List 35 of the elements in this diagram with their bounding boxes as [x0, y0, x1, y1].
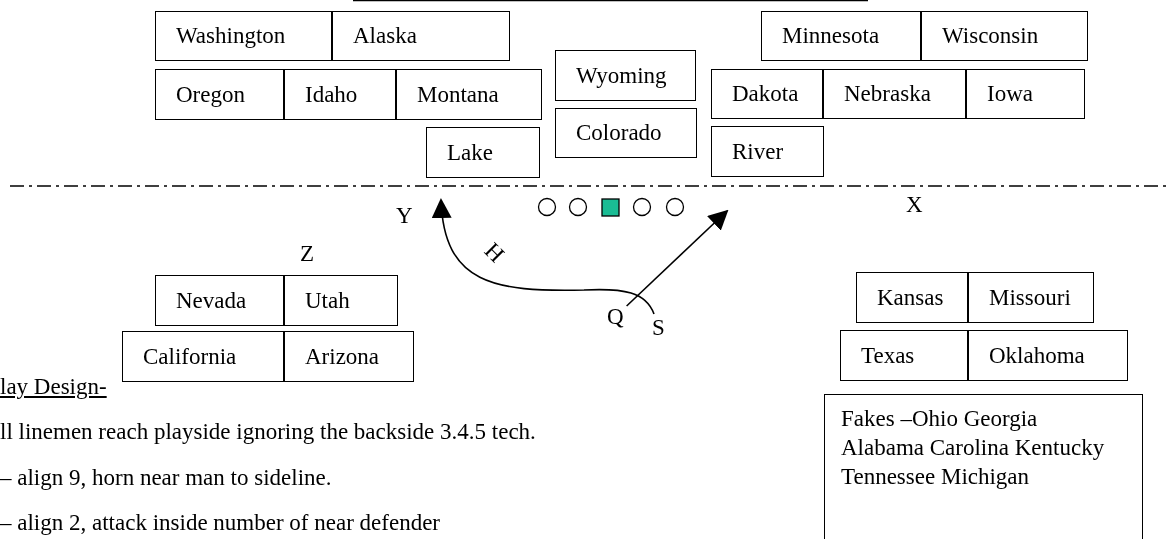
route-arrow — [625, 209, 729, 307]
defender-box: Missouri — [968, 272, 1094, 323]
defender-box: Arizona — [284, 331, 414, 382]
route-arrow — [432, 198, 655, 315]
defender-box: River — [711, 126, 824, 177]
defender-box: Montana — [396, 69, 542, 120]
defender-box: Oregon — [155, 69, 284, 120]
defender-box: Oklahoma — [968, 330, 1128, 381]
defender-box: Washington — [155, 11, 332, 61]
defender-box: Nevada — [155, 275, 284, 326]
defender-box: Dakota — [711, 69, 823, 119]
note-text: Fakes –Ohio Georgia Alabama Carolina Kentucky Tennessee Michigan — [841, 405, 1106, 491]
defender-box: Iowa — [966, 69, 1085, 119]
defender-box: Idaho — [284, 69, 396, 120]
defender-box: Minnesota — [761, 11, 921, 61]
defender-box: Lake — [426, 127, 540, 178]
player-label: X — [906, 192, 923, 218]
player-label: Q — [607, 305, 624, 328]
defender-box: Nebraska — [823, 69, 966, 119]
defender-box: Texas — [840, 330, 968, 381]
note-text: – align 9, horn near man to sideline. — [0, 465, 332, 491]
defender-box: Utah — [284, 275, 398, 326]
note-text: – align 2, attack inside number of near defender — [0, 510, 441, 536]
defender-box: Colorado — [555, 108, 697, 158]
defender-box: Kansas — [856, 272, 968, 323]
player-label: Y — [396, 203, 413, 229]
note-text: ll linemen reach playside ignoring the backside 3.4.5 tech. — [0, 419, 536, 445]
defender-box: Wisconsin — [921, 11, 1088, 61]
defender-box: Wyoming — [555, 50, 696, 101]
player-label: S — [652, 316, 665, 339]
player-label: Z — [300, 241, 315, 267]
heading-text: lay Design- — [0, 374, 107, 400]
defender-box: Alaska — [332, 11, 510, 61]
defender-box: California — [122, 331, 284, 382]
note-box — [824, 394, 1143, 539]
